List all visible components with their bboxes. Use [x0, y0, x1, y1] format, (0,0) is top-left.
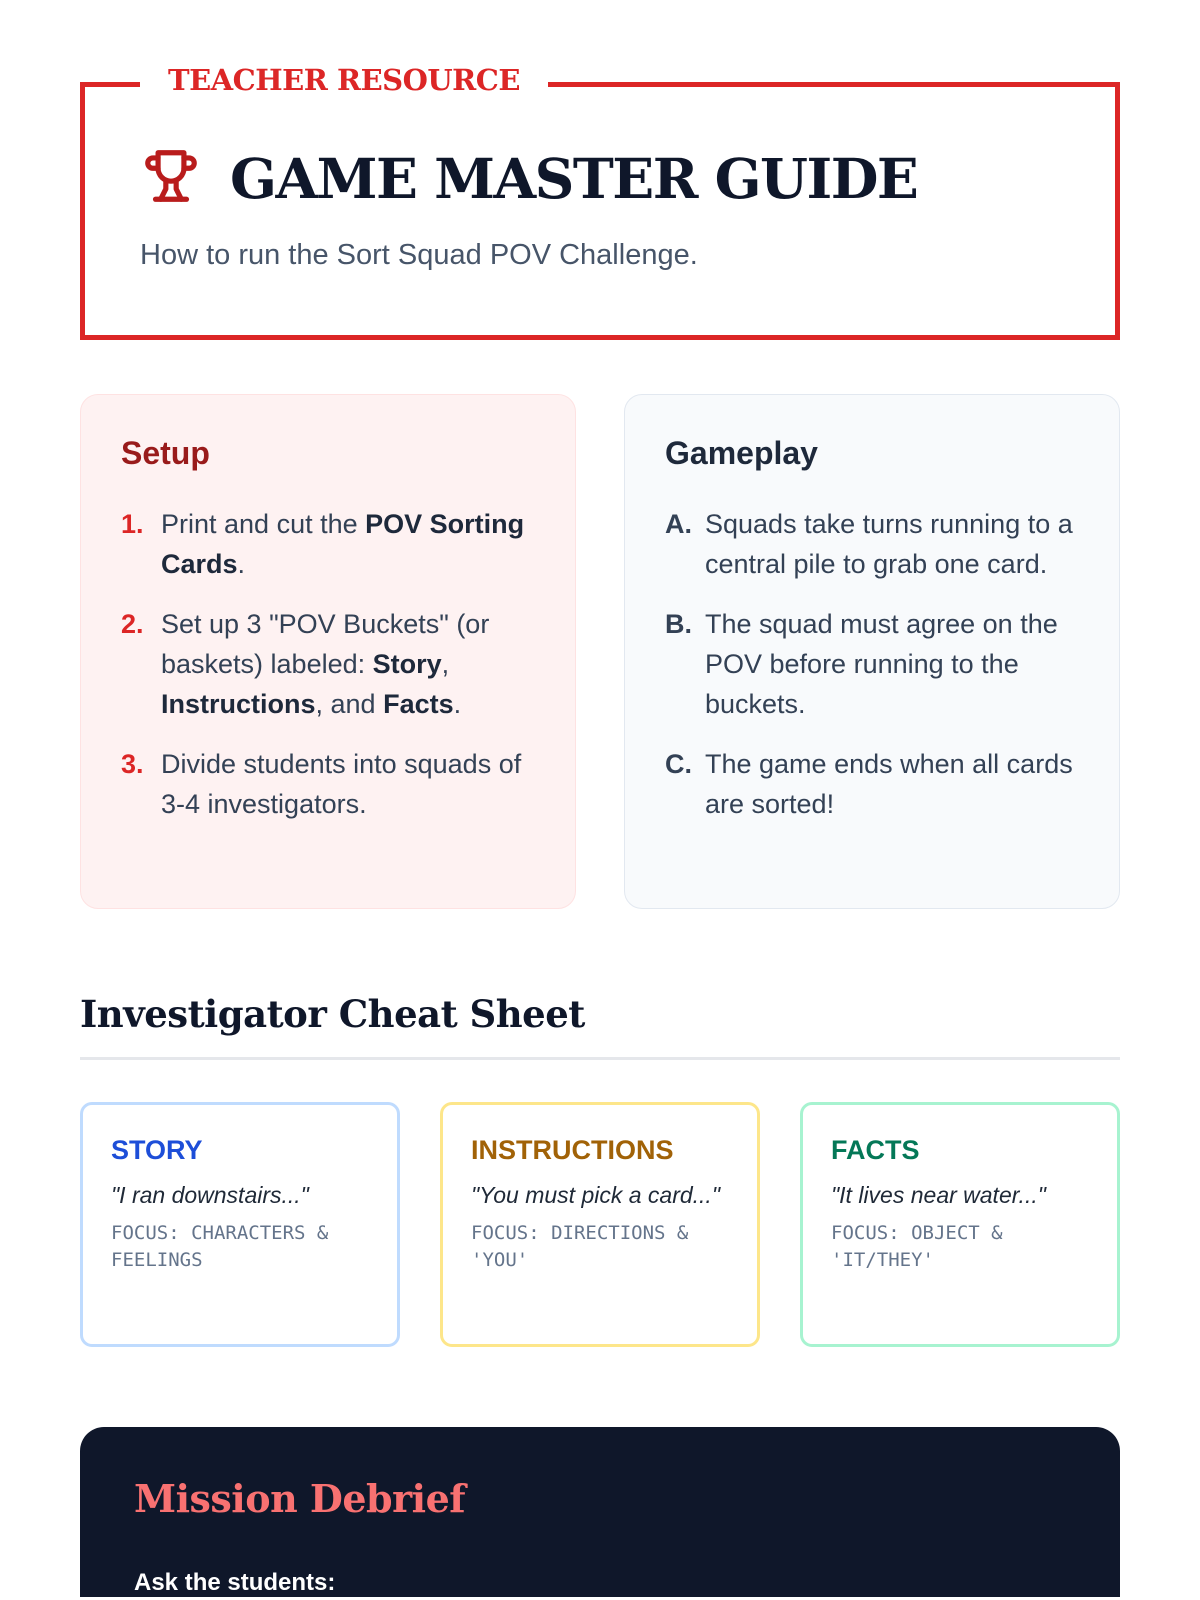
- step-letter: B.: [665, 609, 692, 639]
- setup-step: 2. Set up 3 "POV Buckets" (or baskets) la…: [121, 604, 535, 724]
- gameplay-step: A. Squads take turns running to a central…: [665, 504, 1079, 584]
- debrief-prompt: Ask the students:: [134, 1569, 336, 1596]
- page-subtitle: How to run the Sort Squad POV Challenge.: [140, 239, 698, 271]
- cheat-card-facts: FACTS "It lives near water..." FOCUS: OB…: [800, 1102, 1120, 1347]
- step-text: The game ends when all cards are sorted!: [705, 749, 1073, 819]
- card-focus: FOCUS: CHARACTERS & FEELINGS: [111, 1222, 329, 1271]
- cheat-card-story: STORY "I ran downstairs..." FOCUS: CHARA…: [80, 1102, 400, 1347]
- step-number: 3.: [121, 749, 144, 779]
- step-letter: C.: [665, 749, 692, 779]
- title-row: GAME MASTER GUIDE: [140, 145, 919, 212]
- step-text: The squad must agree on the POV before r…: [705, 609, 1058, 719]
- card-focus: FOCUS: OBJECT & 'IT/THEY': [831, 1222, 1003, 1271]
- header-box: TEACHER RESOURCE GAME MASTER GUIDE How t…: [80, 63, 1120, 340]
- card-quote: "You must pick a card...": [471, 1182, 720, 1208]
- step-text: Print and cut the POV Sorting Cards.: [161, 509, 525, 579]
- gameplay-step: C. The game ends when all cards are sorte…: [665, 744, 1079, 824]
- instructions-columns: Setup 1. Print and cut the POV Sorting Ca…: [80, 394, 1120, 909]
- card-title: FACTS: [831, 1135, 920, 1165]
- step-text: Squads take turns running to a central p…: [705, 509, 1073, 579]
- setup-step: 1. Print and cut the POV Sorting Cards.: [121, 504, 535, 584]
- gameplay-panel: Gameplay A. Squads take turns running to …: [624, 394, 1120, 909]
- gameplay-heading: Gameplay: [665, 435, 818, 471]
- card-title: INSTRUCTIONS: [471, 1135, 674, 1165]
- debrief-heading: Mission Debrief: [134, 1476, 466, 1521]
- resource-tag: TEACHER RESOURCE: [140, 63, 548, 97]
- page-title: GAME MASTER GUIDE: [230, 146, 919, 211]
- trophy-icon: [140, 145, 202, 212]
- setup-heading: Setup: [121, 435, 210, 471]
- step-number: 2.: [121, 609, 144, 639]
- step-number: 1.: [121, 509, 144, 539]
- card-quote: "I ran downstairs...": [111, 1182, 309, 1208]
- cheat-card-instructions: INSTRUCTIONS "You must pick a card..." F…: [440, 1102, 760, 1347]
- card-quote: "It lives near water...": [831, 1182, 1046, 1208]
- cheat-sheet-heading: Investigator Cheat Sheet: [80, 992, 585, 1036]
- step-text: Set up 3 "POV Buckets" (or baskets) labe…: [161, 609, 490, 719]
- divider: [80, 1057, 1120, 1060]
- cheat-cards: STORY "I ran downstairs..." FOCUS: CHARA…: [80, 1102, 1120, 1347]
- step-text: Divide students into squads of 3-4 inves…: [161, 749, 522, 819]
- mission-debrief: Mission Debrief Ask the students:: [80, 1427, 1120, 1597]
- card-focus: FOCUS: DIRECTIONS & 'YOU': [471, 1222, 689, 1271]
- card-title: STORY: [111, 1135, 203, 1165]
- step-letter: A.: [665, 509, 692, 539]
- setup-panel: Setup 1. Print and cut the POV Sorting Ca…: [80, 394, 576, 909]
- setup-step: 3. Divide students into squads of 3-4 inv…: [121, 744, 535, 824]
- gameplay-step: B. The squad must agree on the POV before…: [665, 604, 1079, 724]
